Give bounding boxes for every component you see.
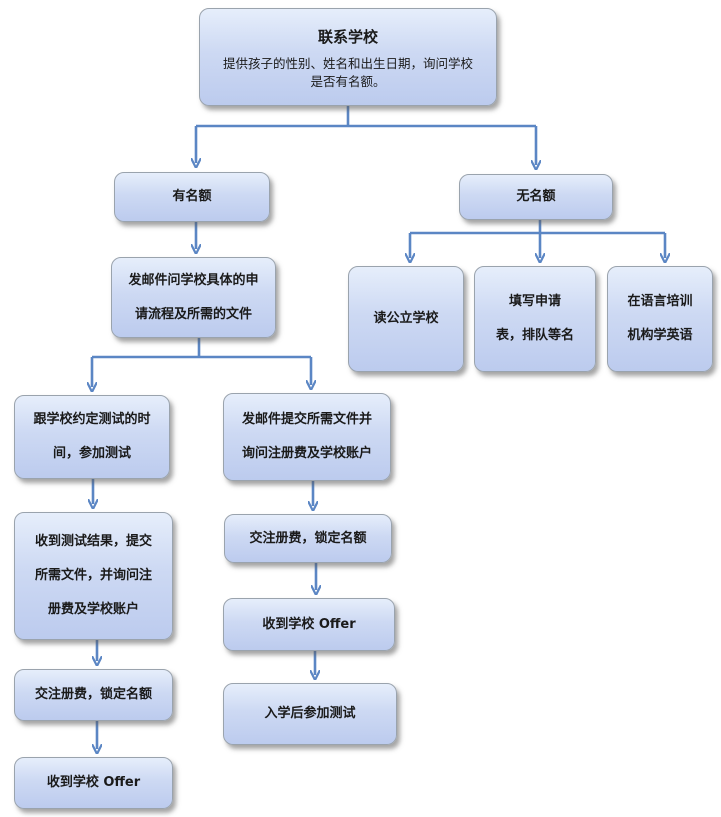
left-offer-box: 收到学校 Offer — [14, 757, 173, 809]
test-after-box: 入学后参加测试 — [223, 683, 397, 745]
results-line1: 收到测试结果，提交 — [34, 534, 152, 549]
language-line1: 在语言培训 — [627, 294, 693, 309]
email-ask-line2: 请流程及所需的文件 — [134, 306, 252, 322]
email-ask-line1: 发邮件问学校具体的申 — [128, 272, 259, 288]
language-line2: 机构学英语 — [627, 328, 693, 343]
has-spot-label: 有名额 — [172, 189, 212, 204]
results-box: 收到测试结果，提交 所需文件，并询问注 册费及学校账户 — [14, 512, 173, 640]
test-date-line2: 间，参加测试 — [52, 446, 131, 461]
no-spot-label: 无名额 — [516, 189, 556, 204]
test-date-box: 跟学校约定测试的时 间，参加测试 — [14, 395, 170, 479]
results-line2: 所需文件，并询问注 — [34, 568, 152, 583]
waitlist-box: 填写申请 表，排队等名 — [474, 266, 596, 372]
results-line3: 册费及学校账户 — [47, 602, 139, 617]
left-pay-fee-label: 交注册费，锁定名额 — [34, 687, 152, 702]
submit-docs-box: 发邮件提交所需文件并 询问注册费及学校账户 — [223, 393, 391, 481]
contact-school-desc-line2: 是否有名额。 — [310, 74, 386, 89]
contact-school-desc-line1: 提供孩子的性别、姓名和出生日期，询问学校 — [222, 56, 473, 71]
right-pay-fee-label: 交注册费，锁定名额 — [249, 530, 367, 546]
no-spot-box: 无名额 — [459, 174, 613, 220]
email-ask-box: 发邮件问学校具体的申 请流程及所需的文件 — [111, 257, 276, 338]
right-pay-fee-box: 交注册费，锁定名额 — [224, 514, 392, 563]
right-offer-label: 收到学校 Offer — [262, 616, 356, 632]
test-after-label: 入学后参加测试 — [264, 706, 356, 721]
contact-school-title: 联系学校 — [317, 28, 378, 46]
waitlist-line1: 填写申请 — [508, 294, 561, 309]
waitlist-line2: 表，排队等名 — [495, 328, 574, 343]
submit-docs-line1: 发邮件提交所需文件并 — [241, 412, 372, 427]
test-date-line1: 跟学校约定测试的时 — [33, 412, 151, 427]
public-school-box: 读公立学校 — [348, 266, 464, 372]
language-box: 在语言培训 机构学英语 — [607, 266, 713, 372]
left-pay-fee-box: 交注册费，锁定名额 — [14, 669, 173, 721]
right-offer-box: 收到学校 Offer — [223, 598, 395, 651]
has-spot-box: 有名额 — [114, 172, 270, 222]
public-school-label: 读公立学校 — [373, 311, 439, 326]
submit-docs-line2: 询问注册费及学校账户 — [241, 446, 372, 461]
left-offer-label: 收到学校 Offer — [46, 775, 141, 790]
contact-school-box: 联系学校 提供孩子的性别、姓名和出生日期，询问学校 是否有名额。 — [199, 8, 497, 106]
